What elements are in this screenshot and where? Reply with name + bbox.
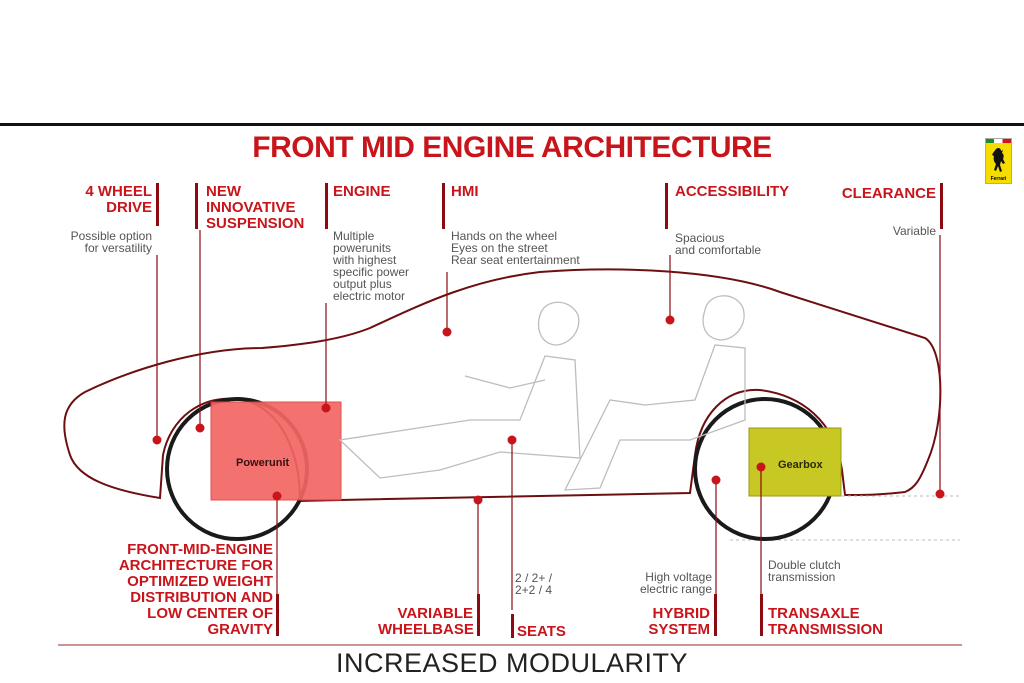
- dot-suspension: [195, 423, 205, 433]
- label-clearance-title: CLEARANCE: [841, 185, 936, 202]
- bar-wheelbase: [477, 594, 480, 636]
- label-accessibility-desc: Spacious and comfortable: [675, 231, 762, 257]
- bar-accessibility: [665, 183, 668, 229]
- label-clearance-desc: Variable: [892, 224, 936, 238]
- label-hmi-desc: Hands on the wheel Eyes on the street Re…: [451, 229, 580, 267]
- label-seats-desc: 2 / 2+ / 2+2 / 4: [515, 571, 553, 597]
- dot-accessibility: [665, 315, 675, 325]
- ferrari-logo: Ferrari: [985, 138, 1012, 184]
- powerunit-box: [210, 401, 342, 501]
- label-wheelbase-title: VARIABLE WHEELBASE: [378, 605, 474, 638]
- dot-transaxle: [756, 462, 766, 472]
- label-4wd-desc: Possible option for versatility: [70, 229, 152, 255]
- label-engine-title: ENGINE: [333, 183, 391, 200]
- bar-4wd: [156, 183, 159, 226]
- label-transaxle-desc: Double clutch transmission: [768, 558, 841, 584]
- label-hmi-title: HMI: [451, 183, 479, 200]
- label-transaxle-title: TRANSAXLE TRANSMISSION: [768, 605, 884, 638]
- gearbox-label: Gearbox: [778, 459, 824, 471]
- dot-wheelbase: [473, 495, 483, 505]
- italian-flag-stripe: [986, 139, 1011, 143]
- bar-hmi: [442, 183, 445, 229]
- dot-clearance: [935, 489, 945, 499]
- bar-engine: [325, 183, 328, 229]
- label-suspension-title: NEW INNOVATIVE SUSPENSION: [206, 183, 305, 232]
- driver-head: [537, 301, 580, 346]
- prancing-horse-icon: [992, 147, 1005, 172]
- label-hybrid-title: HYBRID SYSTEM: [648, 605, 710, 638]
- bar-clearance: [940, 183, 943, 229]
- label-architecture-title: FRONT-MID-ENGINE ARCHITECTURE FOR OPTIMI…: [118, 541, 273, 638]
- slide-title: FRONT MID ENGINE ARCHITECTURE: [252, 131, 772, 164]
- dot-architecture: [272, 491, 282, 501]
- passenger-head: [702, 295, 745, 341]
- rear-seat-passenger: [563, 344, 746, 491]
- dot-hmi: [442, 327, 452, 337]
- slide-frame: [0, 123, 1024, 683]
- footer-text: INCREASED MODULARITY: [335, 648, 689, 678]
- label-engine-desc: Multiple powerunits with highest specifi…: [333, 229, 410, 303]
- bar-architecture: [276, 594, 279, 636]
- label-seats-title: SEATS: [517, 623, 566, 640]
- bar-hybrid: [714, 594, 717, 636]
- dot-seats: [507, 435, 517, 445]
- dot-hybrid: [711, 475, 721, 485]
- front-seat-driver: [338, 355, 581, 479]
- dot-engine: [321, 403, 331, 413]
- leader-lines: [156, 230, 941, 610]
- dot-4wd: [152, 435, 162, 445]
- bar-transaxle: [760, 594, 763, 636]
- logo-wordmark: Ferrari: [990, 176, 1007, 182]
- driver-arm: [464, 375, 546, 389]
- gearbox-box: [748, 427, 842, 497]
- bar-seats: [511, 614, 514, 638]
- label-4wd-title: 4 WHEEL DRIVE: [85, 183, 152, 216]
- bar-suspension: [195, 183, 198, 229]
- interior-sketch: [338, 295, 746, 491]
- marker-dots: [152, 315, 945, 505]
- label-hybrid-desc: High voltage electric range: [639, 570, 712, 596]
- label-accessibility-title: ACCESSIBILITY: [675, 183, 790, 200]
- powerunit-label: Powerunit: [236, 457, 290, 469]
